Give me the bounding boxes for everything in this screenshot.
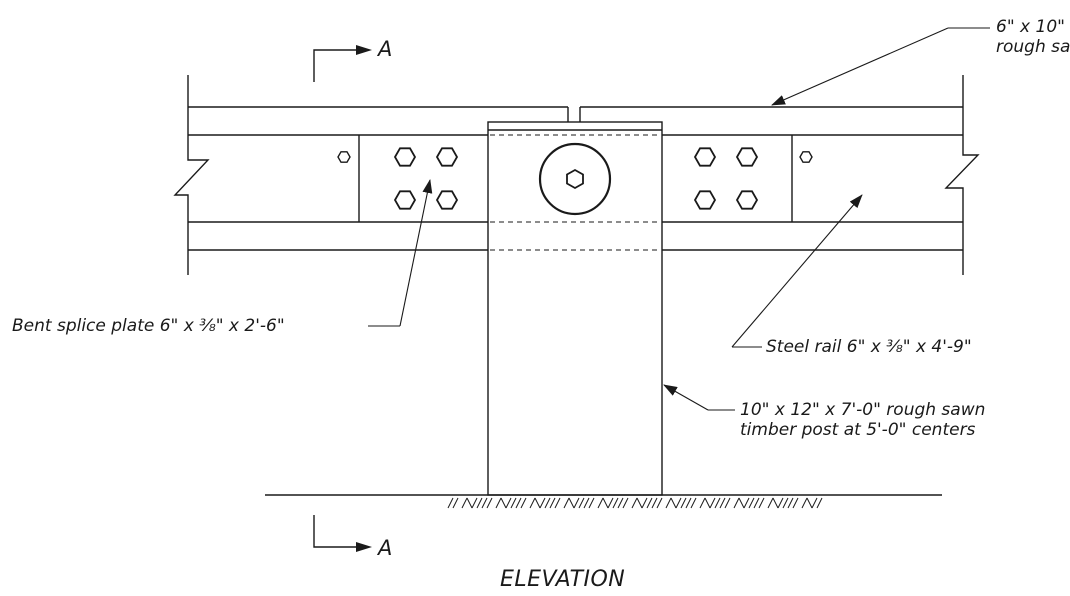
- ground-hatch-line: [806, 497, 813, 509]
- callout-steel-rail: Steel rail 6" x ⅜" x 4'-9": [766, 337, 972, 357]
- ground-hatch-line: [520, 497, 527, 509]
- ground: [265, 494, 942, 509]
- ground-hatch-line: [772, 497, 779, 509]
- leader-splice-plate: [368, 179, 433, 327]
- ground-hatch-line: [617, 497, 624, 509]
- post-bolt: [538, 142, 612, 216]
- splice-plates: [358, 135, 793, 222]
- ground-hatch-line: [461, 497, 468, 509]
- ground-hatch-line: [675, 497, 682, 509]
- ground-hatch-line: [602, 497, 609, 509]
- callout-splice-plate: Bent splice plate 6" x ⅜" x 2'-6": [12, 316, 285, 336]
- ground-hatch-line: [554, 497, 561, 509]
- ground-hatch-line: [801, 497, 808, 509]
- steel-rail-lines: [188, 134, 963, 251]
- leader-post: [663, 384, 735, 411]
- section-marker-bottom: [313, 515, 372, 552]
- ground-hatch-line: [578, 497, 585, 509]
- ground-hatch-line: [515, 497, 522, 509]
- section-label-top: A: [378, 37, 393, 61]
- ground-hatch-line: [481, 497, 488, 509]
- ground-hatch-line: [452, 497, 459, 509]
- ground-hatch-line: [665, 497, 672, 509]
- ground-hatch-line: [539, 497, 546, 509]
- callout-top-rail: 6" x 10" rough sa: [996, 17, 1070, 57]
- ground-hatch-line: [758, 497, 765, 509]
- callout-post-line1: 10" x 12" x 7'-0" rough sawn: [740, 400, 986, 420]
- ground-hatch-line: [568, 497, 575, 509]
- ground-hatch-line: [641, 497, 648, 509]
- right-break-line: [944, 75, 980, 275]
- ground-hatch-line: [685, 497, 692, 509]
- splice-bolts: [393, 147, 759, 210]
- callout-post-line2: timber post at 5'-0" centers: [740, 420, 976, 440]
- ground-hatch-line: [782, 497, 789, 509]
- ground-hatch-line: [544, 497, 551, 509]
- ground-hatch-line: [651, 497, 658, 509]
- ground-hatch-line: [738, 497, 745, 509]
- ground-hatch-line: [529, 497, 536, 509]
- ground-hatch-line: [690, 497, 697, 509]
- ground-hatch-line: [733, 497, 740, 509]
- ground-hatch-line: [670, 497, 677, 509]
- ground-hatch-line: [724, 497, 731, 509]
- ground-hatch-line: [534, 497, 541, 509]
- leader-steel-rail: [731, 194, 863, 348]
- ground-hatch-line: [447, 497, 454, 509]
- ground-hatch-line: [646, 497, 653, 509]
- rail-bolts: [337, 151, 813, 163]
- ground-hatch-line: [631, 497, 638, 509]
- ground-hatch-line: [680, 497, 687, 509]
- top-rail: [188, 106, 963, 122]
- callout-post: 10" x 12" x 7'-0" rough sawn timber post…: [740, 400, 985, 440]
- ground-hatch-line: [471, 497, 478, 509]
- ground-hatch-line: [767, 497, 774, 509]
- ground-hatch-line: [588, 497, 595, 509]
- ground-hatch-line: [466, 497, 473, 509]
- ground-hatch-line: [816, 497, 823, 509]
- ground-hatch-line: [714, 497, 721, 509]
- ground-hatch-line: [486, 497, 493, 509]
- ground-hatch-line: [636, 497, 643, 509]
- ground-hatch-line: [777, 497, 784, 509]
- ground-hatch-line: [704, 497, 711, 509]
- ground-hatch-line: [573, 497, 580, 509]
- ground-hatch-line: [597, 497, 604, 509]
- ground-hatch-line: [792, 497, 799, 509]
- ground-hatch-line: [699, 497, 706, 509]
- ground-hatch-line: [622, 497, 629, 509]
- ground-hatch-line: [495, 497, 502, 509]
- ground-hatch-line: [476, 497, 483, 509]
- ground-hatch-line: [500, 497, 507, 509]
- ground-hatch-line: [656, 497, 663, 509]
- ground-hatch-line: [811, 497, 818, 509]
- left-break-line: [173, 75, 210, 275]
- section-marker-top: [313, 45, 372, 82]
- ground-hatch-line: [510, 497, 517, 509]
- callout-top-rail-line2: rough sa: [996, 37, 1070, 57]
- ground-hatch-line: [583, 497, 590, 509]
- ground-hatch-line: [753, 497, 760, 509]
- ground-hatch-line: [563, 497, 570, 509]
- ground-hatch-line: [787, 497, 794, 509]
- ground-hatch-line: [719, 497, 726, 509]
- ground-hatch-line: [549, 497, 556, 509]
- section-label-bottom: A: [378, 536, 393, 560]
- callout-top-rail-line1: 6" x 10": [996, 17, 1065, 37]
- ground-hatch-line: [748, 497, 755, 509]
- ground-hatch-line: [505, 497, 512, 509]
- ground-hatch-line: [612, 497, 619, 509]
- ground-hatch-line: [743, 497, 750, 509]
- drawing-title: ELEVATION: [500, 567, 626, 592]
- ground-hatch-line: [709, 497, 716, 509]
- leader-top-rail: [771, 27, 990, 106]
- ground-hatch-line: [607, 497, 614, 509]
